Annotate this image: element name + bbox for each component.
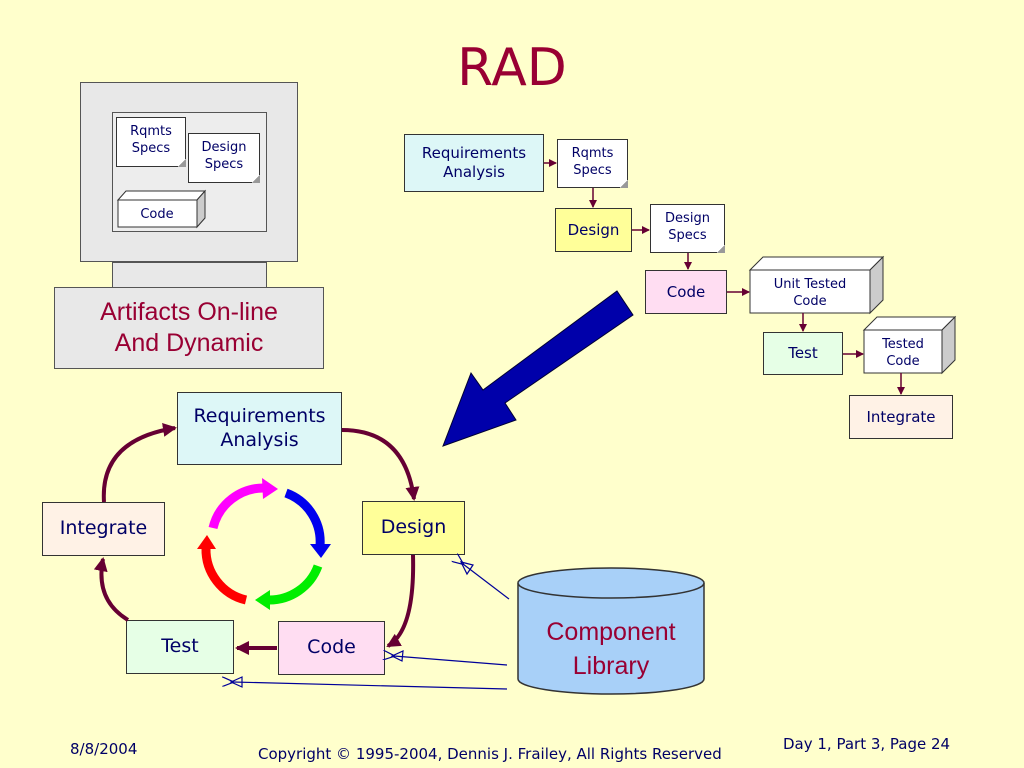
cycle-code-box: Code	[278, 621, 385, 675]
wf-unit-tested-code-box: Unit Tested Code	[748, 255, 885, 315]
wf-test-box: Test	[763, 332, 843, 375]
svg-text:Library: Library	[573, 652, 650, 680]
svg-text:Code: Code	[886, 354, 919, 369]
cycle-integrate-box: Integrate	[42, 502, 165, 556]
monitor-doc-rqmts-label: Rqmts Specs	[130, 124, 172, 156]
cycle-arrows	[93, 422, 420, 655]
svg-text:Component: Component	[546, 618, 675, 646]
monitor-doc-rqmts: Rqmts Specs	[116, 117, 186, 167]
big-blue-arrow-icon	[442, 290, 634, 447]
cycle-requirements-box: Requirements Analysis	[177, 392, 342, 465]
monitor-doc-design: Design Specs	[188, 133, 260, 183]
svg-text:Unit Tested: Unit Tested	[774, 277, 846, 292]
cycle-test-box: Test	[126, 620, 234, 674]
wf-design-box: Design	[555, 208, 632, 252]
footer-date: 8/8/2004	[70, 740, 138, 758]
svg-text:Tested: Tested	[881, 337, 924, 352]
wf-rqmts-specs-doc: Rqmts Specs	[557, 139, 628, 188]
artifacts-label: Artifacts On-line And Dynamic	[54, 287, 324, 369]
cycle-ring-icon	[197, 478, 331, 610]
wf-integrate-box: Integrate	[849, 395, 953, 439]
footer-copyright: Copyright © 1995-2004, Dennis J. Frailey…	[258, 745, 722, 763]
library-arrows	[233, 564, 510, 690]
wf-arrows	[544, 159, 905, 395]
cycle-design-box: Design	[362, 501, 465, 555]
footer-page: Day 1, Part 3, Page 24	[783, 735, 951, 753]
monitor-doc-design-label: Design Specs	[201, 140, 247, 172]
monitor-code-block: Code	[116, 189, 207, 229]
monitor-code-label: Code	[140, 207, 173, 222]
slide-title: RAD	[457, 38, 567, 98]
wf-requirements-box: Requirements Analysis	[404, 134, 544, 192]
wf-code-box: Code	[645, 270, 727, 314]
wf-design-specs-doc: Design Specs	[650, 204, 725, 253]
component-library-cylinder: Component Library	[517, 567, 705, 695]
wf-tested-code-box: Tested Code	[862, 315, 957, 375]
svg-text:Code: Code	[793, 294, 826, 309]
monitor-neck	[112, 262, 267, 288]
